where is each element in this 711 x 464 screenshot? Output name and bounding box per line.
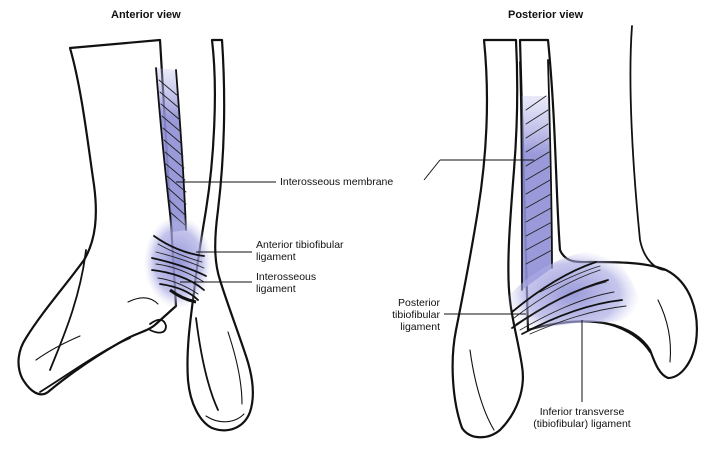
- leader-lines: [176, 159, 583, 402]
- posterior-view-title: Posterior view: [508, 9, 584, 21]
- anterior-tibia: [17, 38, 178, 396]
- label-posterior-tibiofibular-ligament: Posterior tibiofibular ligament: [392, 297, 440, 333]
- label-interosseous-ligament: Interosseous ligament: [256, 271, 317, 295]
- anterior-interosseous-membrane: [155, 67, 187, 233]
- posterior-interosseous-membrane: [519, 59, 553, 291]
- label-interosseous-membrane: Interosseous membrane: [280, 176, 394, 188]
- label-inferior-transverse-ligament: Inferior transverse (tibiofibular) ligam…: [533, 406, 631, 430]
- posterior-ligament-shape: [504, 250, 640, 338]
- anterior-view-title: Anterior view: [111, 9, 181, 21]
- anterior-view-drawing: [17, 38, 255, 432]
- label-anterior-tibiofibular-ligament: Anterior tibiofibular ligament: [256, 239, 344, 263]
- anterior-tibiofibular-ligament-shape: [144, 216, 212, 308]
- anterior-fibula: [186, 38, 255, 432]
- posterior-fibula: [451, 38, 524, 439]
- posterior-view-drawing: [451, 25, 698, 439]
